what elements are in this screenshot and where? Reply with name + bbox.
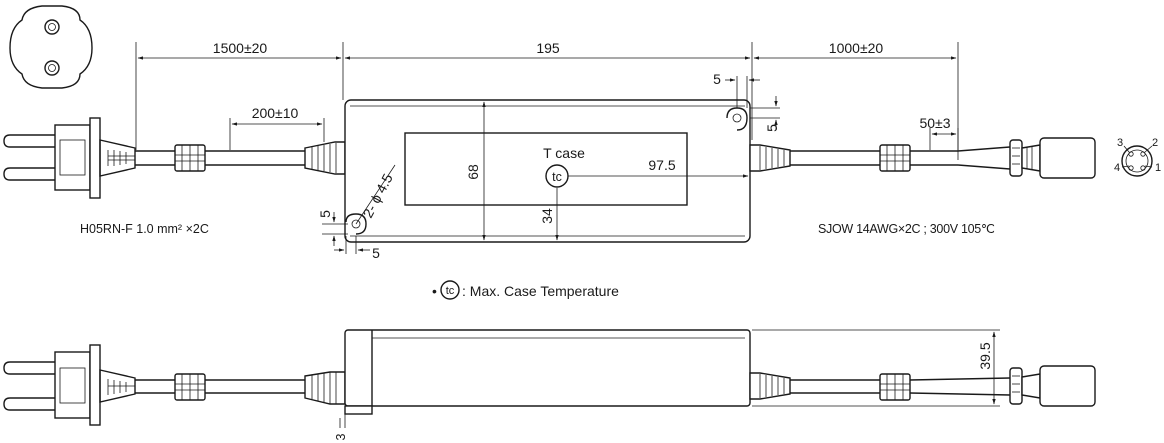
dim-hole-offset-c: 5 [317, 210, 333, 218]
ac-cable-side [135, 371, 346, 405]
connector-pinout-icon: 2 3 4 1 [1114, 137, 1161, 177]
top-dimensions: 1500±20 195 1000±20 [135, 40, 959, 160]
dim-hole-offset-a: 5 [713, 71, 721, 87]
dim-hole-offset-d: 5 [372, 245, 380, 261]
ac-plug-side [3, 344, 136, 426]
pin-label-3: 3 [1117, 137, 1123, 149]
ac-cable-top: 200±10 [135, 105, 346, 175]
dim-tc-x: 97.5 [648, 157, 675, 173]
hole-dims-bottom-left: 5 5 [317, 210, 380, 261]
dim-strain-relief: 200±10 [252, 105, 299, 121]
pin-label-1: 1 [1155, 162, 1161, 174]
dim-dc-strip: 50±3 [919, 115, 950, 131]
dc-cable-side [749, 365, 1096, 407]
dc-cable-spec: SJOW 14AWG×2C ; 300V 105℃ [818, 222, 995, 236]
side-height-dim: 39.5 [752, 329, 1000, 407]
dim-body-width: 68 [465, 164, 481, 180]
dc-cable-top: 50±3 [749, 115, 1096, 179]
power-supply-body-top: 68 tc T case 97.5 34 2- ϕ 4.5 [344, 99, 751, 243]
dim-hole-offset-b: 5 [764, 124, 780, 132]
t-case-label: T case [543, 145, 585, 161]
legend: • tc : Max. Case Temperature [432, 280, 619, 300]
legend-bullet: • [432, 283, 437, 299]
pin-label-4: 4 [1114, 162, 1120, 174]
tc-symbol-label: tc [552, 170, 562, 184]
ac-plug-top [3, 117, 136, 199]
dim-body-height: 39.5 [977, 342, 993, 369]
dim-flange: 3 [334, 433, 348, 440]
dim-tc-y: 34 [539, 208, 555, 224]
pin-label-2: 2 [1152, 137, 1158, 149]
hole-dims-top-right: 5 5 [713, 71, 780, 132]
power-supply-body-side: 3 [334, 329, 751, 440]
legend-text: : Max. Case Temperature [462, 283, 619, 299]
ac-cable-spec: H05RN-F 1.0 mm² ×2C [80, 222, 209, 236]
plug-face-icon [9, 5, 93, 89]
dim-dc-cable-length: 1000±20 [829, 40, 884, 56]
legend-tc-symbol: tc [446, 285, 455, 297]
dim-body-length: 195 [536, 40, 560, 56]
legend-tc-icon [440, 280, 460, 300]
dim-ac-cable-length: 1500±20 [213, 40, 268, 56]
